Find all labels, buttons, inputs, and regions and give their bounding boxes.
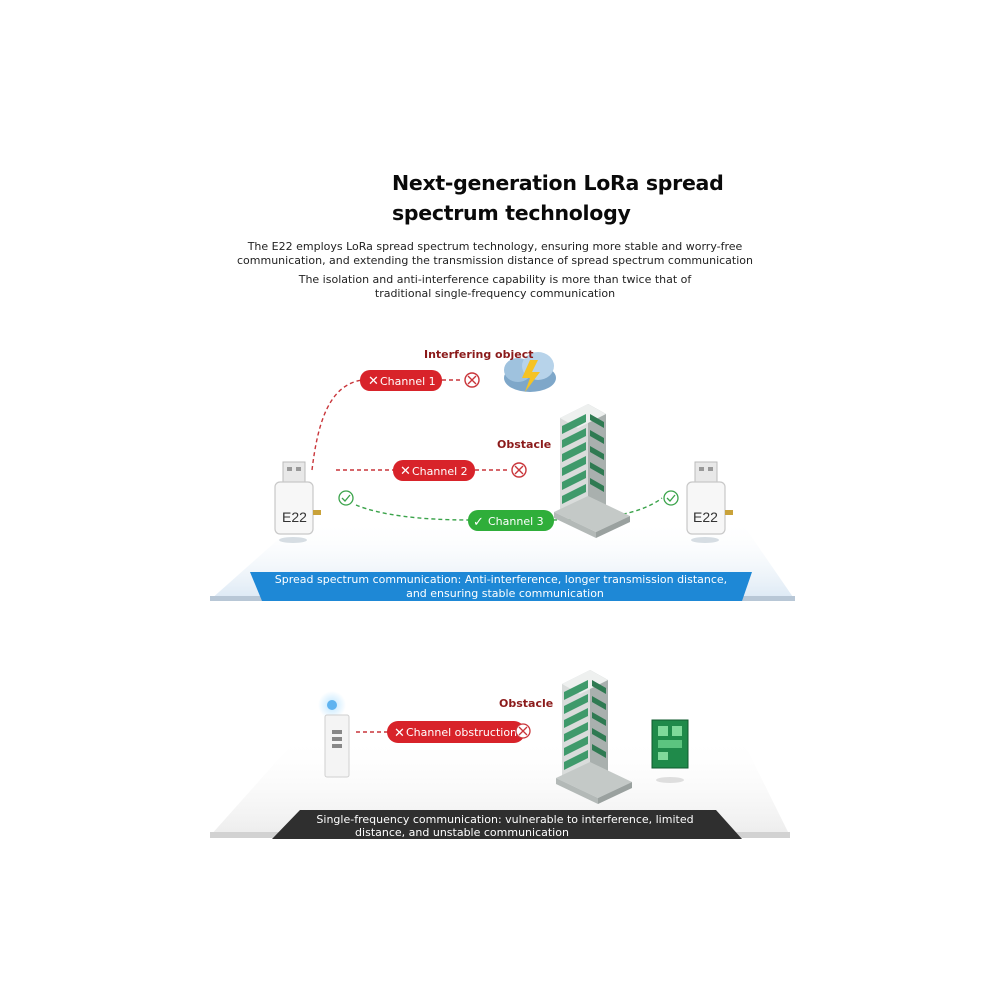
signal-paths-spread bbox=[311, 379, 663, 521]
description-paragraph-1: The E22 employs LoRa spread spectrum tec… bbox=[150, 240, 840, 268]
channel-1-pill: ✕ Channel 1 bbox=[360, 370, 442, 391]
obstacle-label-single: Obstacle bbox=[499, 697, 553, 710]
cloud-lightning-icon bbox=[504, 352, 556, 392]
remote-transmitter-icon bbox=[318, 691, 350, 778]
check-circle-icon bbox=[338, 490, 354, 506]
channel-2-pill: ✕ Channel 2 bbox=[393, 460, 475, 481]
blocked-circle-icon bbox=[464, 372, 480, 388]
spread-spectrum-banner: Spread spectrum communication: Anti-inte… bbox=[250, 572, 752, 601]
check-circle-icon bbox=[663, 490, 679, 506]
blocked-circle-icon bbox=[511, 462, 527, 478]
x-icon: ✕ bbox=[400, 464, 411, 479]
channel-2-label: Channel 2 bbox=[412, 465, 468, 478]
channel-3-pill: ✓ Channel 3 bbox=[468, 510, 554, 531]
channel-1-label: Channel 1 bbox=[380, 375, 436, 388]
building-obstacle-icon bbox=[554, 404, 630, 538]
banner-line-1: Single-frequency communication: vulnerab… bbox=[316, 813, 693, 826]
description-line: The isolation and anti-interference capa… bbox=[298, 273, 692, 286]
banner-line-2: and ensuring stable communication bbox=[406, 587, 604, 600]
check-icon: ✓ bbox=[473, 515, 484, 530]
interfering-object-label: Interfering object bbox=[424, 348, 533, 361]
description-line: communication, and extending the transmi… bbox=[237, 254, 753, 267]
circuit-board-icon bbox=[651, 719, 689, 783]
page-title: Next-generation LoRa spread spectrum tec… bbox=[392, 168, 812, 228]
e22-device-right: E22 bbox=[686, 461, 734, 544]
banner-line-2: distance, and unstable communication bbox=[355, 826, 569, 839]
description-line: traditional single-frequency communicati… bbox=[374, 287, 616, 300]
single-frequency-banner: Single-frequency communication: vulnerab… bbox=[272, 810, 742, 839]
channel-obstruction-pill: ✕ Channel obstruction bbox=[387, 721, 525, 743]
blocked-circle-icon bbox=[515, 723, 531, 739]
title-line-1: Next-generation LoRa spread bbox=[392, 171, 724, 195]
channel-3-label: Channel 3 bbox=[488, 515, 544, 528]
e22-device-left: E22 bbox=[274, 461, 322, 544]
description-line: The E22 employs LoRa spread spectrum tec… bbox=[247, 240, 743, 253]
e22-left-label: E22 bbox=[282, 509, 307, 525]
description-paragraph-2: The isolation and anti-interference capa… bbox=[150, 273, 840, 301]
x-icon: ✕ bbox=[394, 726, 405, 741]
banner-line-1: Spread spectrum communication: Anti-inte… bbox=[275, 573, 727, 586]
title-line-2: spectrum technology bbox=[392, 201, 631, 225]
x-icon: ✕ bbox=[368, 374, 379, 389]
channel-obstruction-label: Channel obstruction bbox=[406, 726, 517, 739]
obstacle-label: Obstacle bbox=[497, 438, 551, 451]
e22-right-label: E22 bbox=[693, 509, 718, 525]
